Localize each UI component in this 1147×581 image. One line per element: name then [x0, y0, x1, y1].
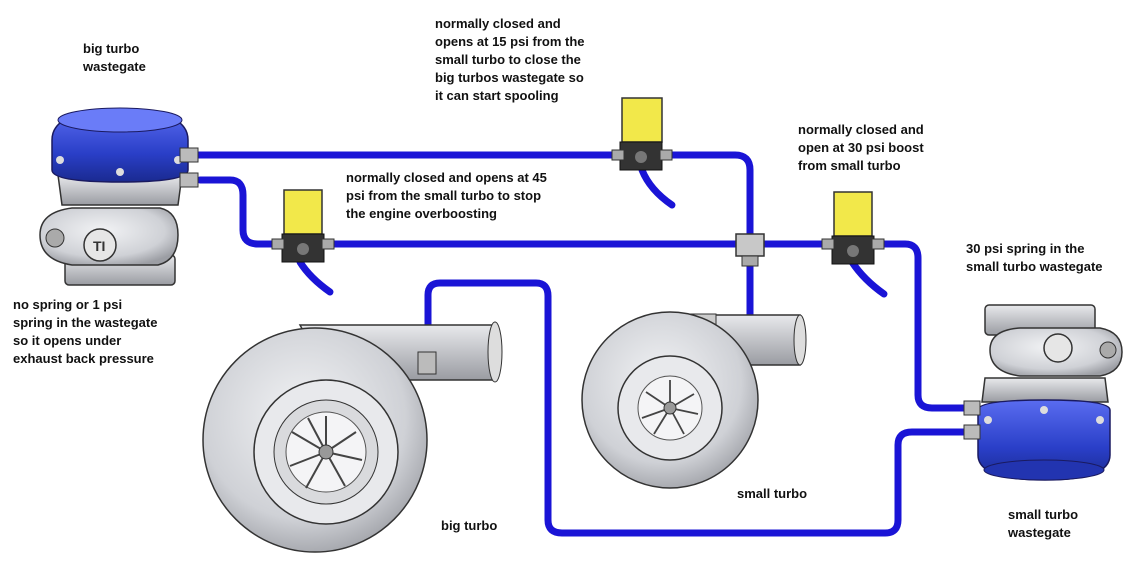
label-30psi-spring: 30 psi spring in the small turbo wastega… [966, 241, 1103, 274]
label-big-turbo-wastegate: big turbo wastegate [83, 41, 146, 74]
small-turbo-wastegate [963, 304, 1123, 481]
label-no-spring: no spring or 1 psi spring in the wastega… [13, 297, 158, 366]
hose-15psi-outlet [638, 166, 676, 209]
solenoid-45psi [271, 189, 335, 263]
big-turbo [202, 321, 503, 553]
hose-30psi-outlet [848, 258, 888, 298]
hose-45psi-outlet [296, 258, 334, 296]
svg-text:TI: TI [93, 238, 105, 254]
big-turbo-wastegate: TI [39, 107, 199, 286]
solenoid-30psi [821, 191, 885, 265]
label-valve-15psi: normally closed and opens at 15 psi from… [435, 16, 585, 103]
hose-big-turbo [424, 279, 976, 537]
hose-middle [196, 176, 976, 412]
label-big-turbo: big turbo [441, 518, 498, 533]
boost-hoses [186, 151, 976, 537]
label-valve-30psi: normally closed and open at 30 psi boost… [798, 122, 924, 173]
solenoid-15psi [611, 97, 673, 171]
label-valve-45psi: normally closed and opens at 45 psi from… [346, 170, 547, 221]
hose-top [186, 151, 754, 244]
small-turbo [581, 311, 807, 489]
label-small-turbo-wastegate: small turbo wastegate [1008, 507, 1079, 540]
label-small-turbo: small turbo [737, 486, 808, 501]
